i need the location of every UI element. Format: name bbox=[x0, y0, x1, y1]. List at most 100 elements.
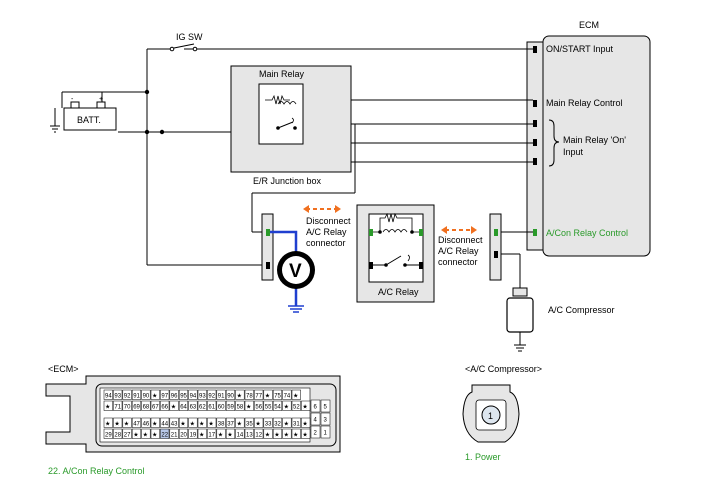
ecm-pin-cell bbox=[235, 389, 245, 400]
ecm-pin-cell bbox=[235, 428, 245, 439]
ecm-pin-cell bbox=[197, 400, 207, 411]
ecm-pin-cell bbox=[169, 400, 179, 411]
ecm-block-cell bbox=[320, 412, 331, 426]
ecm-pin-label: ★ bbox=[124, 421, 129, 428]
ecm-pin-cell bbox=[188, 400, 198, 411]
ecm-block-label: 2 bbox=[314, 431, 318, 437]
ecm-pin-cell bbox=[103, 400, 113, 411]
disconnect-left: Disconnect A/C Relay connector bbox=[303, 205, 351, 248]
svg-text:1: 1 bbox=[488, 411, 493, 421]
ecm-pin-label: 35 bbox=[246, 422, 253, 428]
battery-label: BATT. bbox=[77, 115, 101, 125]
meter-lead-positive bbox=[270, 230, 298, 252]
ecm-pin-cell bbox=[113, 400, 123, 411]
ecm-pin-label: 32 bbox=[274, 422, 281, 428]
ecm-pin-cell bbox=[244, 400, 254, 411]
ecm-pin-cell bbox=[122, 428, 132, 439]
compressor-connector-title: <A/C Compressor> bbox=[465, 364, 542, 374]
ecm-pin-label: 90 bbox=[143, 394, 150, 400]
ecm-pin-label: ★ bbox=[265, 432, 270, 439]
main-relay bbox=[258, 83, 304, 145]
ecm-pin-cell bbox=[178, 389, 189, 400]
ecm-pin-cell bbox=[141, 428, 151, 439]
ecm-pin-label: 62 bbox=[199, 405, 206, 411]
ecm-pin-label: 68 bbox=[143, 405, 150, 411]
ecm-pin-label: 54 bbox=[274, 405, 281, 411]
ecm-block-label: 6 bbox=[314, 405, 318, 411]
ecm-title: ECM bbox=[579, 20, 599, 30]
ecm-pin-cell bbox=[301, 417, 311, 428]
ecm-pin-cell bbox=[263, 389, 273, 400]
junction-box-label: E/R Junction box bbox=[253, 176, 322, 186]
ecm-pin-cell bbox=[141, 417, 151, 428]
svg-text:+: + bbox=[99, 96, 103, 103]
ecm-pin-label: ★ bbox=[152, 432, 157, 439]
ecm-pin-label: ★ bbox=[208, 421, 213, 428]
ecm-pin-cell bbox=[244, 389, 254, 400]
ecm-pin-cell bbox=[207, 417, 217, 428]
ecm-pin-label: 94 bbox=[105, 394, 112, 400]
ecm-pin-cell bbox=[160, 389, 170, 400]
ecm-pin-label: ★ bbox=[255, 421, 260, 428]
ecm-pin-main-relay-control: Main Relay Control bbox=[546, 98, 623, 108]
ecm-pin-cell bbox=[150, 417, 160, 428]
main-relay-on-input-line2: Input bbox=[563, 147, 584, 157]
ecm-pin-label: 55 bbox=[265, 405, 272, 411]
ig-sw-label: IG SW bbox=[176, 32, 203, 42]
brace bbox=[548, 119, 560, 167]
ecm-pin-cell bbox=[197, 417, 207, 428]
ac-relay-label: A/C Relay bbox=[378, 287, 419, 297]
pin-terminal bbox=[533, 139, 537, 146]
ecm-pin-cell bbox=[216, 417, 226, 428]
pin-terminal-green bbox=[533, 229, 537, 236]
ecm-pin-cell bbox=[131, 400, 142, 411]
ecm-block-label: 3 bbox=[324, 418, 328, 424]
ecm-pin-cell bbox=[122, 400, 132, 411]
ecm-connector-caption: 22. A/Con Relay Control bbox=[48, 466, 145, 476]
ecm-block-cell bbox=[310, 425, 321, 439]
ecm-pin-label: 78 bbox=[246, 394, 253, 400]
ecm-pin-cell bbox=[131, 428, 142, 439]
svg-text:connector: connector bbox=[438, 257, 478, 267]
ecm-pin-label: 69 bbox=[133, 405, 140, 411]
ecm-pin-cell bbox=[301, 428, 311, 439]
ecm-block-cell bbox=[310, 412, 321, 426]
ecm-pin-cell bbox=[225, 417, 236, 428]
ecm-pin-cell bbox=[254, 428, 264, 439]
ecm-pin-cell bbox=[113, 417, 123, 428]
ecm-pin-cell bbox=[150, 428, 160, 439]
ecm-pin-label: 64 bbox=[180, 405, 187, 411]
ecm-pin-label: 59 bbox=[227, 405, 234, 411]
pin-terminal bbox=[533, 46, 537, 53]
ecm-pin-label: 77 bbox=[255, 394, 262, 400]
ecm-pin-label: ★ bbox=[302, 432, 307, 439]
ecm-pin-label: 27 bbox=[124, 433, 131, 439]
ecm-pin-cell bbox=[169, 428, 179, 439]
ecm-pin-label: ★ bbox=[105, 421, 110, 428]
ecm-pin-cell bbox=[122, 389, 132, 400]
ecm-pin-cell bbox=[131, 417, 142, 428]
ecm-pin-cell bbox=[225, 400, 236, 411]
ecm-pin-label: ★ bbox=[284, 432, 289, 439]
ecm-pin-label: 75 bbox=[274, 394, 281, 400]
ecm-pin-label: ★ bbox=[227, 432, 232, 439]
ecm-pin-label: 13 bbox=[246, 433, 253, 439]
ecm-pin-label: 93 bbox=[114, 394, 121, 400]
ecm-pin-label: ★ bbox=[180, 421, 185, 428]
ecm-block-label: 5 bbox=[324, 405, 328, 411]
ecm-pin-label: 22 bbox=[161, 433, 168, 439]
ecm-pin-cell bbox=[197, 428, 207, 439]
ecm-pin-cell bbox=[207, 400, 217, 411]
ecm-pin-label: ★ bbox=[152, 421, 157, 428]
ecm-pin-cell bbox=[254, 400, 264, 411]
ecm-pin-label: 12 bbox=[255, 433, 262, 439]
ecm-pin-label: 44 bbox=[161, 422, 168, 428]
ecm-pin-label: ★ bbox=[284, 421, 289, 428]
ecm-connector-title: <ECM> bbox=[48, 364, 79, 374]
svg-text:Disconnect: Disconnect bbox=[438, 235, 483, 245]
left-connector: V bbox=[261, 213, 315, 313]
ecm-pin-label: ★ bbox=[199, 421, 204, 428]
ecm-pin-label: ★ bbox=[284, 404, 289, 411]
